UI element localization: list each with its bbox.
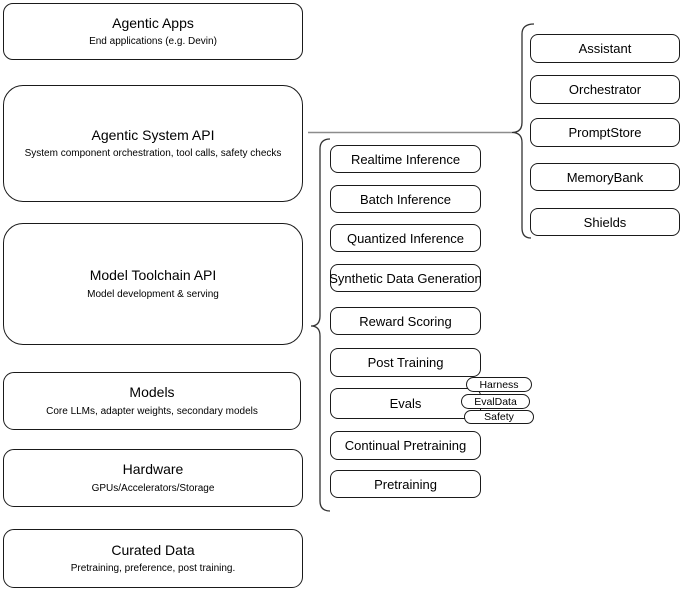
node-label: Realtime Inference [350, 151, 461, 167]
box-subtitle: GPUs/Accelerators/Storage [91, 482, 215, 494]
node-label: MemoryBank [566, 169, 644, 185]
node-pretraining: Pretraining [330, 470, 481, 498]
box-title: Models [129, 384, 175, 401]
node-promptstore: PromptStore [530, 118, 680, 147]
box-subtitle: Core LLMs, adapter weights, secondary mo… [46, 405, 258, 417]
node-label: Evals [389, 396, 422, 411]
pill-safety: Safety [464, 410, 534, 424]
pill-label: Safety [484, 411, 514, 423]
node-label: PromptStore [568, 125, 642, 140]
box-subtitle: System component orchestration, tool cal… [24, 148, 282, 160]
pill-label: Harness [479, 378, 519, 391]
box-agentic-system-api: Agentic System API System component orch… [3, 85, 303, 202]
node-batch-inference: Batch Inference [330, 185, 481, 213]
node-label: Continual Pretraining [344, 438, 467, 453]
node-label: Quantized Inference [346, 230, 465, 246]
node-label: Batch Inference [359, 191, 452, 207]
box-subtitle: End applications (e.g. Devin) [89, 36, 217, 48]
node-assistant: Assistant [530, 34, 680, 63]
box-model-toolchain-api: Model Toolchain API Model development & … [3, 223, 303, 345]
node-synthetic-data-generation: Synthetic Data Generation [329, 264, 482, 292]
node-memorybank: MemoryBank [530, 163, 680, 191]
system-components-brace [511, 23, 535, 239]
box-title: Agentic System API [91, 126, 215, 143]
node-quantized-inference: Quantized Inference [330, 224, 481, 252]
box-title: Model Toolchain API [89, 267, 217, 284]
box-title: Hardware [122, 461, 184, 478]
node-shields: Shields [530, 208, 680, 236]
node-continual-pretraining: Continual Pretraining [330, 431, 481, 460]
box-subtitle: Pretraining, preference, post training. [70, 563, 236, 575]
node-label: Orchestrator [568, 82, 642, 97]
box-models: Models Core LLMs, adapter weights, secon… [3, 372, 301, 430]
toolchain-brace [310, 138, 331, 512]
pill-label: EvalData [474, 395, 517, 408]
pill-evaldata: EvalData [461, 394, 530, 409]
node-label: Assistant [578, 41, 632, 56]
node-evals: Evals [330, 388, 481, 419]
box-agentic-apps: Agentic Apps End applications (e.g. Devi… [3, 3, 303, 60]
node-orchestrator: Orchestrator [530, 75, 680, 104]
node-post-training: Post Training [330, 348, 481, 377]
node-label: Reward Scoring [359, 313, 452, 329]
node-label: Pretraining [374, 476, 437, 492]
box-title: Curated Data [111, 541, 195, 558]
pill-harness: Harness [466, 377, 532, 392]
box-hardware: Hardware GPUs/Accelerators/Storage [3, 449, 303, 507]
node-label: Synthetic Data Generation [329, 270, 482, 286]
box-title: Agentic Apps [112, 14, 194, 31]
node-label: Shields [583, 214, 627, 230]
box-curated-data: Curated Data Pretraining, preference, po… [3, 529, 303, 588]
node-label: Post Training [367, 355, 444, 370]
box-subtitle: Model development & serving [87, 288, 219, 300]
node-reward-scoring: Reward Scoring [330, 307, 481, 335]
node-realtime-inference: Realtime Inference [330, 145, 481, 173]
